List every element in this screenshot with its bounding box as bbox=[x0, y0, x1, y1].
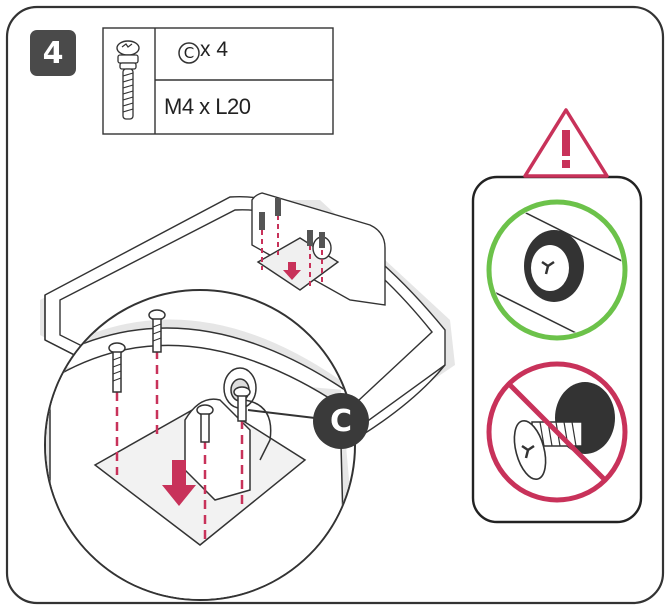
screw-icon bbox=[108, 309, 251, 443]
step-number-badge: 4 bbox=[30, 30, 76, 76]
wrong-screw-icon bbox=[486, 361, 628, 503]
correct-screw-icon bbox=[486, 199, 628, 341]
callout-badge bbox=[313, 393, 369, 449]
screw-spec: M4 x L20 bbox=[164, 94, 251, 119]
callout-leader bbox=[247, 409, 316, 419]
warning-panel bbox=[471, 108, 643, 524]
screw-icon bbox=[116, 40, 140, 120]
part-letter-circle bbox=[178, 42, 200, 64]
magnified-view bbox=[44, 289, 356, 601]
parts-table bbox=[102, 27, 334, 135]
part-letter: C bbox=[183, 44, 195, 62]
callout-letter: C bbox=[329, 403, 353, 439]
warning-triangle-icon bbox=[523, 108, 609, 178]
outer-frame bbox=[5, 5, 665, 605]
quantity-label: x 4 bbox=[200, 38, 229, 61]
